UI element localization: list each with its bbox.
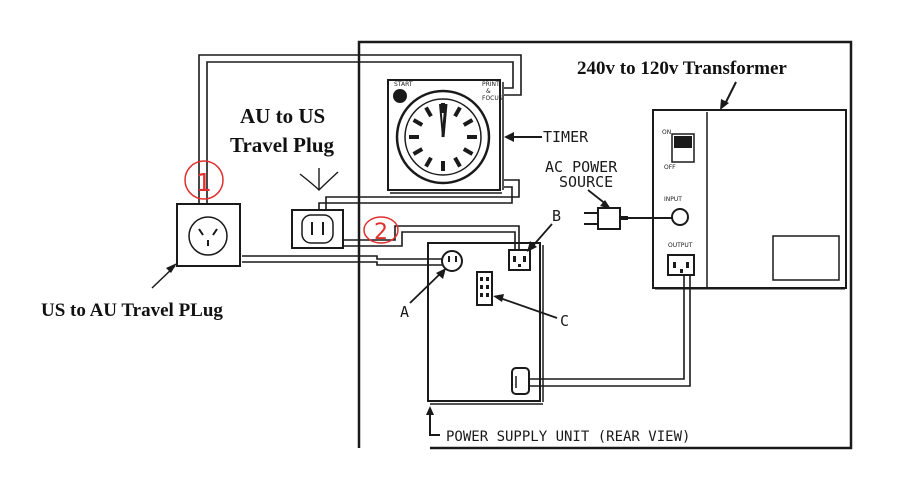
callout-b: B xyxy=(552,207,561,225)
dial-tick xyxy=(462,118,474,127)
output-socket xyxy=(667,254,695,276)
switch-on-label: ON xyxy=(662,129,671,136)
ac-power-label-1: AC POWER xyxy=(545,158,618,176)
marker-2 xyxy=(363,216,399,244)
ac-plug xyxy=(584,207,672,230)
psu-inlet xyxy=(511,367,530,395)
transformer-label: 240v to 120v Transformer xyxy=(577,58,787,79)
psu-socket-a xyxy=(441,250,463,272)
timer-dial xyxy=(395,89,491,185)
dial-tick xyxy=(462,147,474,156)
ac-power-label-2: SOURCE xyxy=(559,173,613,191)
au-to-us-plug xyxy=(291,209,344,249)
power-switch xyxy=(671,133,695,163)
dial-tick xyxy=(453,106,462,118)
us-to-au-plug xyxy=(176,203,241,267)
dial-tick xyxy=(424,106,433,118)
timer-label: TIMER xyxy=(543,128,589,146)
dial-tick xyxy=(412,147,424,156)
power-supply-unit xyxy=(427,242,544,405)
au-to-us-label-1: AU to US xyxy=(240,104,325,128)
dial-tick xyxy=(412,118,424,127)
switch-off-label: OFF xyxy=(664,164,676,171)
hand-drawn-arrow xyxy=(299,168,339,191)
timer-print-label: PRINT xyxy=(482,81,500,88)
output-label: OUTPUT xyxy=(668,242,693,249)
marker-2-label: 2 xyxy=(374,220,388,245)
timer-amp-label: & xyxy=(486,88,491,95)
dial-tick xyxy=(453,156,462,168)
input-jack xyxy=(671,208,689,226)
marker-1-label: 1 xyxy=(196,168,212,197)
wiring xyxy=(198,54,691,387)
input-label: INPUT xyxy=(664,196,682,203)
callout-a: A xyxy=(400,303,409,321)
psu-connector-c xyxy=(476,271,493,306)
callout-c: C xyxy=(560,312,569,330)
psu-label: POWER SUPPLY UNIT (REAR VIEW) xyxy=(446,429,690,445)
timer-focus-label: FOCUS xyxy=(482,95,503,102)
au-to-us-label-2: Travel Plug xyxy=(230,133,335,157)
transformer xyxy=(652,109,847,290)
start-button xyxy=(393,89,407,103)
us-to-au-label: US to AU Travel PLug xyxy=(41,300,223,321)
bench-frame xyxy=(357,40,853,450)
marker-1 xyxy=(184,160,224,200)
dial-tick xyxy=(424,156,433,168)
timer xyxy=(387,79,504,194)
timer-start-label: START xyxy=(394,81,413,88)
